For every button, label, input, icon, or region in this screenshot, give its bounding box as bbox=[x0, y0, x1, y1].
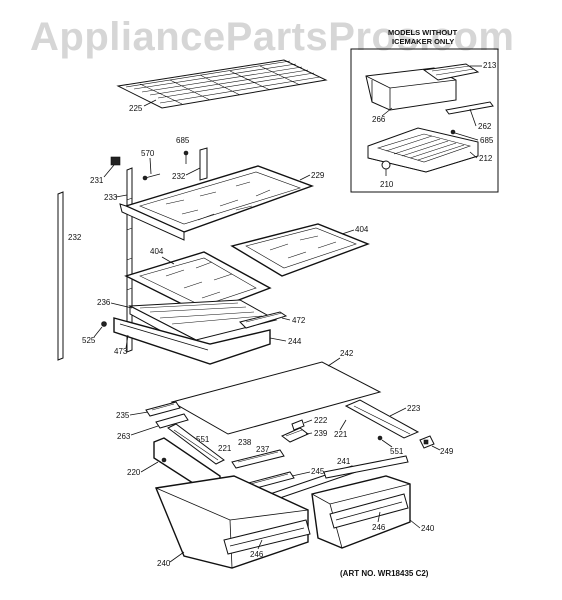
callout-240-left: 240 bbox=[157, 559, 171, 568]
callout-239: 239 bbox=[314, 429, 328, 438]
callout-473: 473 bbox=[114, 347, 128, 356]
part-237-center-rail bbox=[231, 449, 285, 469]
callout-222: 222 bbox=[314, 416, 328, 425]
callout-240-right: 240 bbox=[421, 524, 435, 533]
callout-249: 249 bbox=[440, 447, 454, 456]
callout-213: 213 bbox=[483, 61, 497, 70]
callout-237: 237 bbox=[256, 445, 270, 454]
callout-246-left: 246 bbox=[250, 550, 264, 559]
callout-263: 263 bbox=[117, 432, 131, 441]
callout-685-inset: 685 bbox=[480, 136, 494, 145]
part-239-bracket bbox=[281, 427, 309, 443]
callout-685: 685 bbox=[176, 136, 190, 145]
watermark: AppliancePartsPros.com bbox=[30, 15, 515, 59]
part-240-crisper-left bbox=[155, 475, 311, 569]
callout-225: 225 bbox=[129, 104, 143, 113]
callout-221-left: 221 bbox=[218, 444, 232, 453]
callout-241: 241 bbox=[337, 457, 351, 466]
callout-244: 244 bbox=[288, 337, 302, 346]
part-263-support bbox=[155, 413, 189, 429]
callout-235: 235 bbox=[116, 411, 130, 420]
inset-title-line1: MODELS WITHOUT bbox=[388, 28, 458, 37]
art-number: (ART NO. WR18435 C2) bbox=[340, 569, 429, 578]
part-685-screw-inset bbox=[450, 129, 456, 135]
callout-551-left: 551 bbox=[196, 435, 210, 444]
callout-404-right: 404 bbox=[355, 225, 369, 234]
part-235-support bbox=[145, 401, 181, 417]
callout-233: 233 bbox=[104, 193, 118, 202]
part-404-glass-shelf-left bbox=[124, 251, 272, 315]
callout-221-right: 221 bbox=[334, 430, 348, 439]
callout-262: 262 bbox=[478, 122, 492, 131]
part-210-knob bbox=[381, 160, 391, 176]
callout-236: 236 bbox=[97, 298, 111, 307]
callout-245: 245 bbox=[311, 467, 325, 476]
callout-212: 212 bbox=[479, 154, 493, 163]
part-242-crisper-glass bbox=[170, 361, 382, 435]
part-222-bracket bbox=[291, 419, 305, 431]
part-231-clip bbox=[110, 156, 121, 166]
callout-404-left: 404 bbox=[150, 247, 164, 256]
callout-570: 570 bbox=[141, 149, 155, 158]
callout-472: 472 bbox=[292, 316, 306, 325]
part-232-side-rail bbox=[57, 191, 64, 361]
part-473-cover bbox=[113, 317, 271, 365]
part-570-screw bbox=[142, 173, 161, 181]
callout-223: 223 bbox=[407, 404, 421, 413]
callout-229: 229 bbox=[311, 171, 325, 180]
part-229-glass-shelf bbox=[119, 165, 315, 241]
part-685-screw bbox=[183, 150, 189, 164]
callout-551-right: 551 bbox=[390, 447, 404, 456]
inset-icemaker-box: MODELS WITHOUT ICEMAKER ONLY bbox=[350, 28, 499, 193]
callout-232-ladder: 232 bbox=[172, 172, 186, 181]
part-551-screw-right bbox=[377, 435, 383, 441]
part-223-rail bbox=[344, 399, 420, 439]
callout-231: 231 bbox=[90, 176, 104, 185]
callout-266: 266 bbox=[372, 115, 386, 124]
part-212-tray bbox=[367, 127, 479, 173]
inset-title-line2: ICEMAKER ONLY bbox=[392, 37, 454, 46]
part-404-glass-shelf-right bbox=[230, 223, 370, 277]
part-266-bin bbox=[365, 67, 457, 111]
part-213-cover bbox=[422, 63, 480, 81]
callout-220: 220 bbox=[127, 468, 141, 477]
callout-210: 210 bbox=[380, 180, 394, 189]
callout-232-rail: 232 bbox=[68, 233, 82, 242]
part-525-screw bbox=[101, 321, 107, 327]
callout-238: 238 bbox=[238, 438, 252, 447]
part-232-ladder bbox=[199, 147, 208, 181]
part-225-wire-shelf bbox=[116, 59, 328, 109]
callout-525: 525 bbox=[82, 336, 96, 345]
part-472-rail bbox=[239, 311, 288, 329]
part-249-clip bbox=[419, 435, 435, 449]
part-262-rail bbox=[445, 101, 494, 115]
callout-242: 242 bbox=[340, 349, 354, 358]
part-221-rail-left bbox=[167, 423, 225, 465]
part-240-crisper-right bbox=[311, 475, 411, 549]
callout-246-right: 246 bbox=[372, 523, 386, 532]
